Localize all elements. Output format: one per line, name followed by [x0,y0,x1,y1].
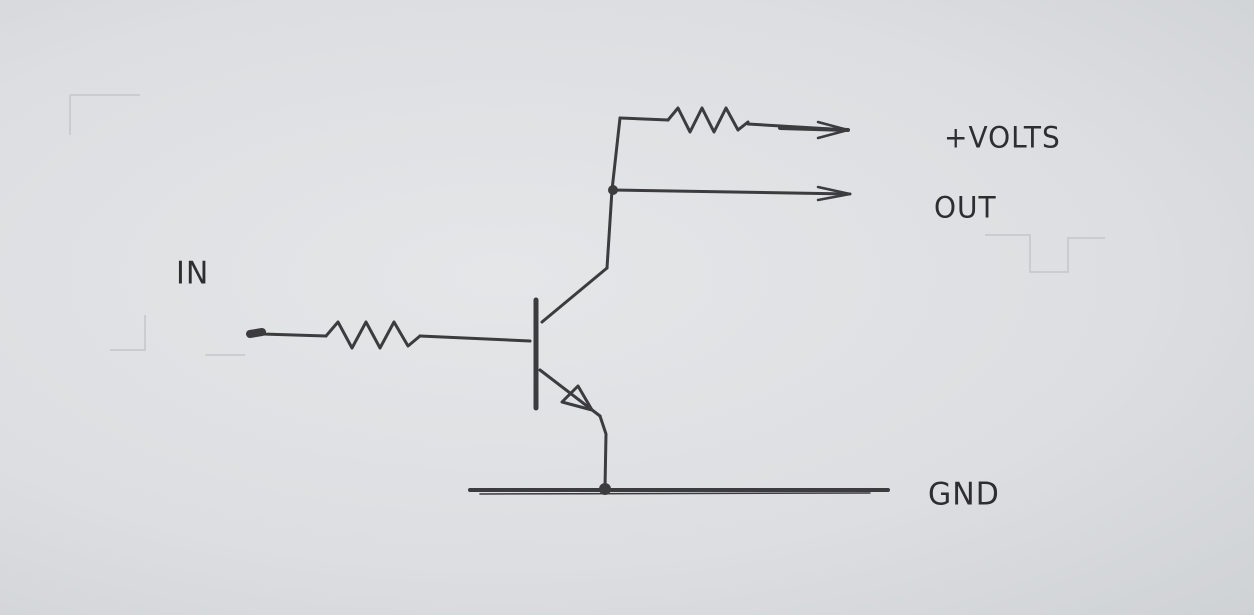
emitter-ground-wire [598,414,608,490]
supply-wire-left [618,116,670,122]
eraser-mark [69,94,140,135]
input-wire [260,332,328,338]
eraser-mark [110,315,146,351]
output-label: OUT [934,190,997,225]
input-terminal [246,328,266,338]
emitter-arrow [560,384,594,412]
transistor-collector [540,266,609,324]
input-label: IN [176,255,210,292]
ground-label: GND [928,476,1000,513]
eraser-mark [985,234,1105,273]
supply-voltage-label: +VOLTS [944,120,1061,155]
ground-junction-dot [599,483,611,495]
supply-arrow [816,120,850,140]
supply-wire-heavy [778,126,850,132]
output-wire [611,188,852,196]
ground-rail-shading [479,492,871,495]
base-wire [418,334,532,343]
input-resistor [324,320,422,350]
output-arrow [816,185,852,202]
collector-resistor [666,106,750,134]
